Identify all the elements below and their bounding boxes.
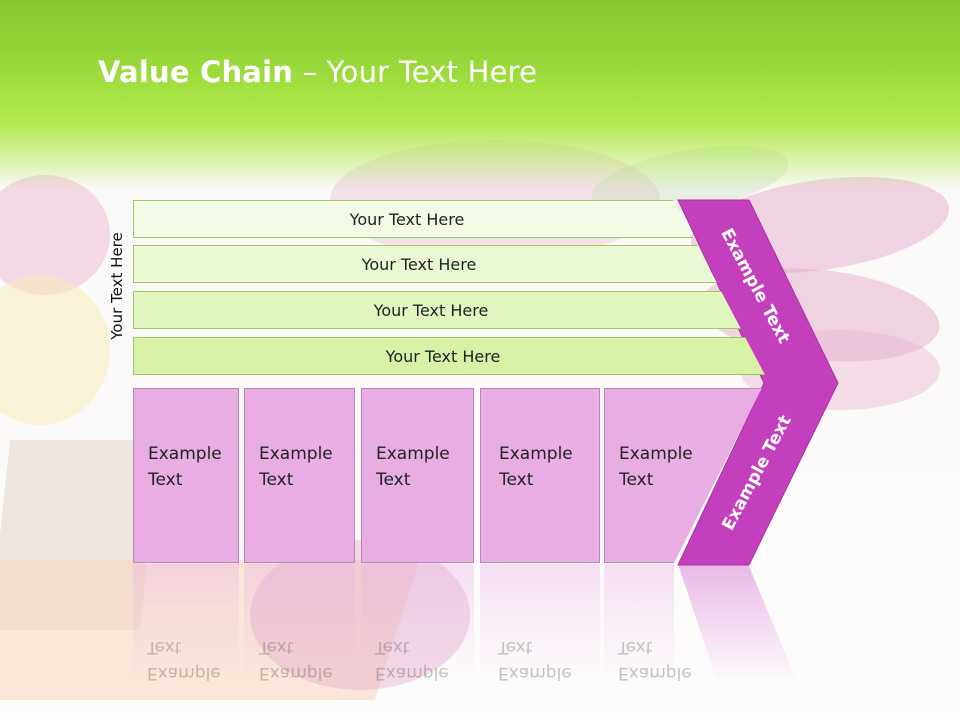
box-reflection (133, 564, 239, 684)
box-reflection-text: Example Text (375, 634, 449, 686)
box-reflection (361, 564, 474, 684)
activity-box-2[interactable]: Example Text (244, 388, 355, 563)
bar-label: Your Text Here (385, 346, 501, 366)
reflect-line: Text (618, 637, 653, 657)
box-line-2: Text (376, 470, 411, 490)
title-rest: – Your Text Here (293, 55, 538, 89)
title-bold: Value Chain (98, 55, 294, 89)
reflection: Example Text Example Text Example Text Exam… (0, 564, 960, 704)
side-label[interactable]: Your Text Here (108, 232, 126, 340)
box-reflection (480, 564, 600, 684)
box-reflection (604, 564, 674, 684)
reflect-line: Example (498, 663, 572, 683)
box-line-2: Text (499, 470, 534, 490)
box-line-1: Example (148, 444, 222, 464)
support-bar-4[interactable]: Your Text Here (133, 337, 765, 375)
box-line-2: Text (619, 470, 654, 490)
reflect-line: Text (498, 637, 533, 657)
bar-label: Your Text Here (361, 254, 477, 274)
box-line-1: Example (499, 444, 573, 464)
activity-box-4[interactable]: Example Text (480, 388, 600, 563)
box-reflection-text: Example Text (498, 634, 572, 686)
reflect-line: Example (375, 663, 449, 683)
reflect-line: Example (618, 663, 692, 683)
arrow-reflection (678, 564, 798, 684)
bar-label: Your Text Here (349, 209, 465, 229)
box-line-1: Example (259, 444, 333, 464)
box-line-1: Example (619, 444, 693, 464)
reflect-line: Text (147, 637, 182, 657)
activity-box-1[interactable]: Example Text (133, 388, 239, 563)
header-band (0, 0, 960, 190)
box-reflection-text: Example Text (618, 634, 692, 686)
reflect-line: Text (259, 637, 294, 657)
support-bar-1[interactable]: Your Text Here (133, 200, 693, 238)
slide-title[interactable]: Value Chain – Your Text Here (98, 55, 537, 89)
support-bar-2[interactable]: Your Text Here (133, 245, 717, 283)
box-line-2: Text (148, 470, 183, 490)
box-reflection-text: Example Text (259, 634, 333, 686)
box-reflection-text: Example Text (147, 634, 221, 686)
support-bar-3[interactable]: Your Text Here (133, 291, 741, 329)
reflect-line: Text (375, 637, 410, 657)
reflect-line: Example (147, 663, 221, 683)
activity-box-3[interactable]: Example Text (361, 388, 474, 563)
box-line-1: Example (376, 444, 450, 464)
box-line-2: Text (259, 470, 294, 490)
reflect-line: Example (259, 663, 333, 683)
bar-label: Your Text Here (373, 300, 489, 320)
box-reflection (244, 564, 355, 684)
